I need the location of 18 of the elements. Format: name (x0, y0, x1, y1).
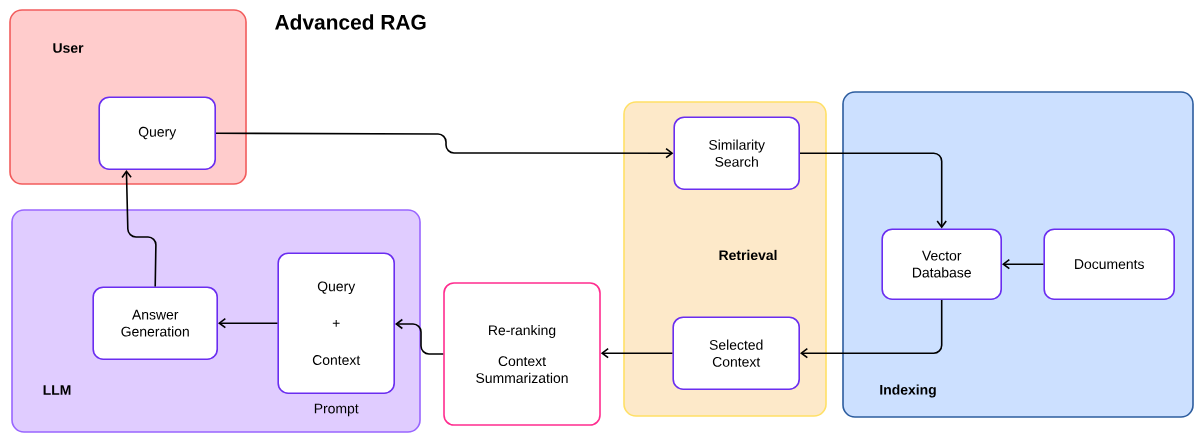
arrow (395, 318, 444, 355)
process-box: Re-ranking Context Summarization (443, 282, 601, 426)
process-box: Answer Generation (92, 286, 218, 360)
arrow (1002, 258, 1045, 270)
arrow (215, 132, 674, 159)
box-caption: Prompt (314, 403, 359, 417)
process-box: Similarity Search (673, 116, 800, 190)
process-box: Documents (1043, 228, 1175, 300)
process-box: Selected Context (672, 316, 800, 390)
arrow (218, 317, 279, 329)
arrow (799, 152, 947, 229)
arrow (600, 347, 674, 359)
process-box: Vector Database (881, 228, 1002, 300)
title: Advanced RAG (275, 14, 426, 30)
process-box: Query (98, 96, 216, 170)
arrow (121, 170, 157, 288)
process-box: Query + Context (277, 252, 395, 394)
arrow (800, 299, 943, 359)
